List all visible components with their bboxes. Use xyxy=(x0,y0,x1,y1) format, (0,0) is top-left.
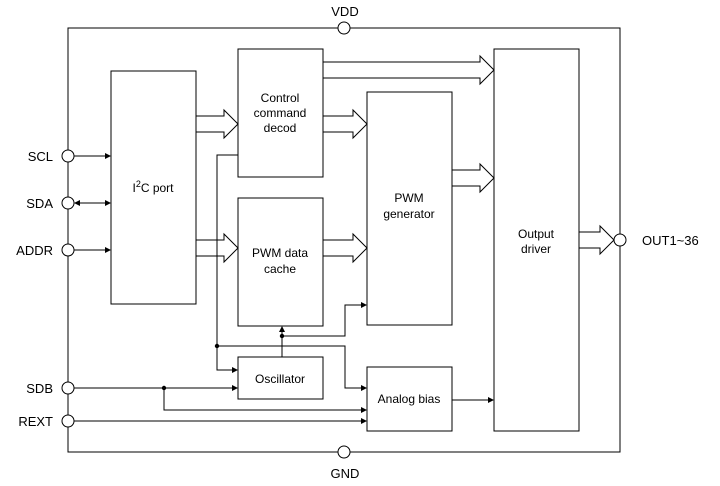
pin-addr xyxy=(61,243,75,257)
oscillator-label: Oscillator xyxy=(255,372,305,386)
arrowhead-pwm-cache-clock xyxy=(279,326,285,332)
pwm-generator-label-2: generator xyxy=(383,207,434,221)
i2c-superscript: 2 xyxy=(136,179,141,189)
pin-scl xyxy=(61,149,75,163)
bus-control-to-pwm-generator xyxy=(322,108,368,140)
oscillator-block xyxy=(237,356,324,400)
pin-rext xyxy=(61,414,75,428)
bus-output-driver-to-out-pin xyxy=(578,224,615,256)
pin-sdb-label: SDB xyxy=(26,381,53,396)
pin-vdd xyxy=(337,21,351,35)
pwm-cache-block xyxy=(237,197,324,327)
output-driver-label-1: Output xyxy=(518,227,555,241)
control-decoder-label-1: Control xyxy=(261,91,300,105)
control-decoder-label-2: command xyxy=(254,106,307,120)
wire-sdb-to-analog-bias xyxy=(163,388,362,411)
bus-i2c-to-control xyxy=(195,108,239,140)
arrowhead-sda-i2c xyxy=(105,200,111,206)
arrowhead-sda-pin xyxy=(74,200,80,206)
control-decoder-block xyxy=(237,48,324,178)
i2c-port-block xyxy=(110,70,197,305)
wire-oscillator-to-generator xyxy=(282,304,362,337)
arrowhead-oscillator-in xyxy=(232,367,238,373)
pin-sda-label: SDA xyxy=(26,196,53,211)
pin-sda xyxy=(61,196,75,210)
pin-scl-label: SCL xyxy=(28,149,53,164)
output-driver-label-2: driver xyxy=(521,242,551,256)
pin-sdb xyxy=(61,381,75,395)
pwm-generator-label-1: PWM xyxy=(394,191,423,205)
i2c-port-label: I2C port xyxy=(132,179,174,195)
pwm-generator-block xyxy=(366,91,453,326)
i2c-prefix: I xyxy=(132,181,135,195)
arrowhead-sdb-oscillator xyxy=(232,385,238,391)
arrowhead-sdb-analog-bias xyxy=(361,407,367,413)
pin-addr-label: ADDR xyxy=(16,243,53,258)
output-driver-block xyxy=(493,48,580,432)
pin-out-label: OUT1~36 xyxy=(642,233,699,248)
bus-control-to-output-driver xyxy=(322,54,495,86)
wire-control-to-oscillator xyxy=(216,154,238,371)
bus-pwm-generator-to-output-driver xyxy=(451,162,495,194)
pin-vdd-label: VDD xyxy=(331,4,358,19)
arrowhead-scl-i2c xyxy=(105,153,111,159)
analog-bias-block xyxy=(366,366,453,432)
pin-gnd xyxy=(337,445,351,459)
pin-out xyxy=(613,233,627,247)
bus-pwm-cache-to-generator xyxy=(322,232,368,264)
arrowhead-analog-bias-in xyxy=(361,385,367,391)
control-decoder-label-3: decod xyxy=(264,121,297,135)
arrowhead-addr-i2c xyxy=(105,247,111,253)
i2c-suffix: C port xyxy=(141,181,174,195)
wire-control-to-analog-bias xyxy=(217,345,362,389)
pin-rext-label: REXT xyxy=(18,414,53,429)
pwm-cache-label-1: PWM data xyxy=(252,246,308,260)
arrowhead-driver-bias xyxy=(488,397,494,403)
pin-gnd-label: GND xyxy=(331,466,360,481)
arrowhead-rext-analog-bias xyxy=(361,418,367,424)
analog-bias-label: Analog bias xyxy=(378,392,441,406)
pwm-cache-label-2: cache xyxy=(264,262,296,276)
arrowhead-generator-clock xyxy=(361,302,367,308)
